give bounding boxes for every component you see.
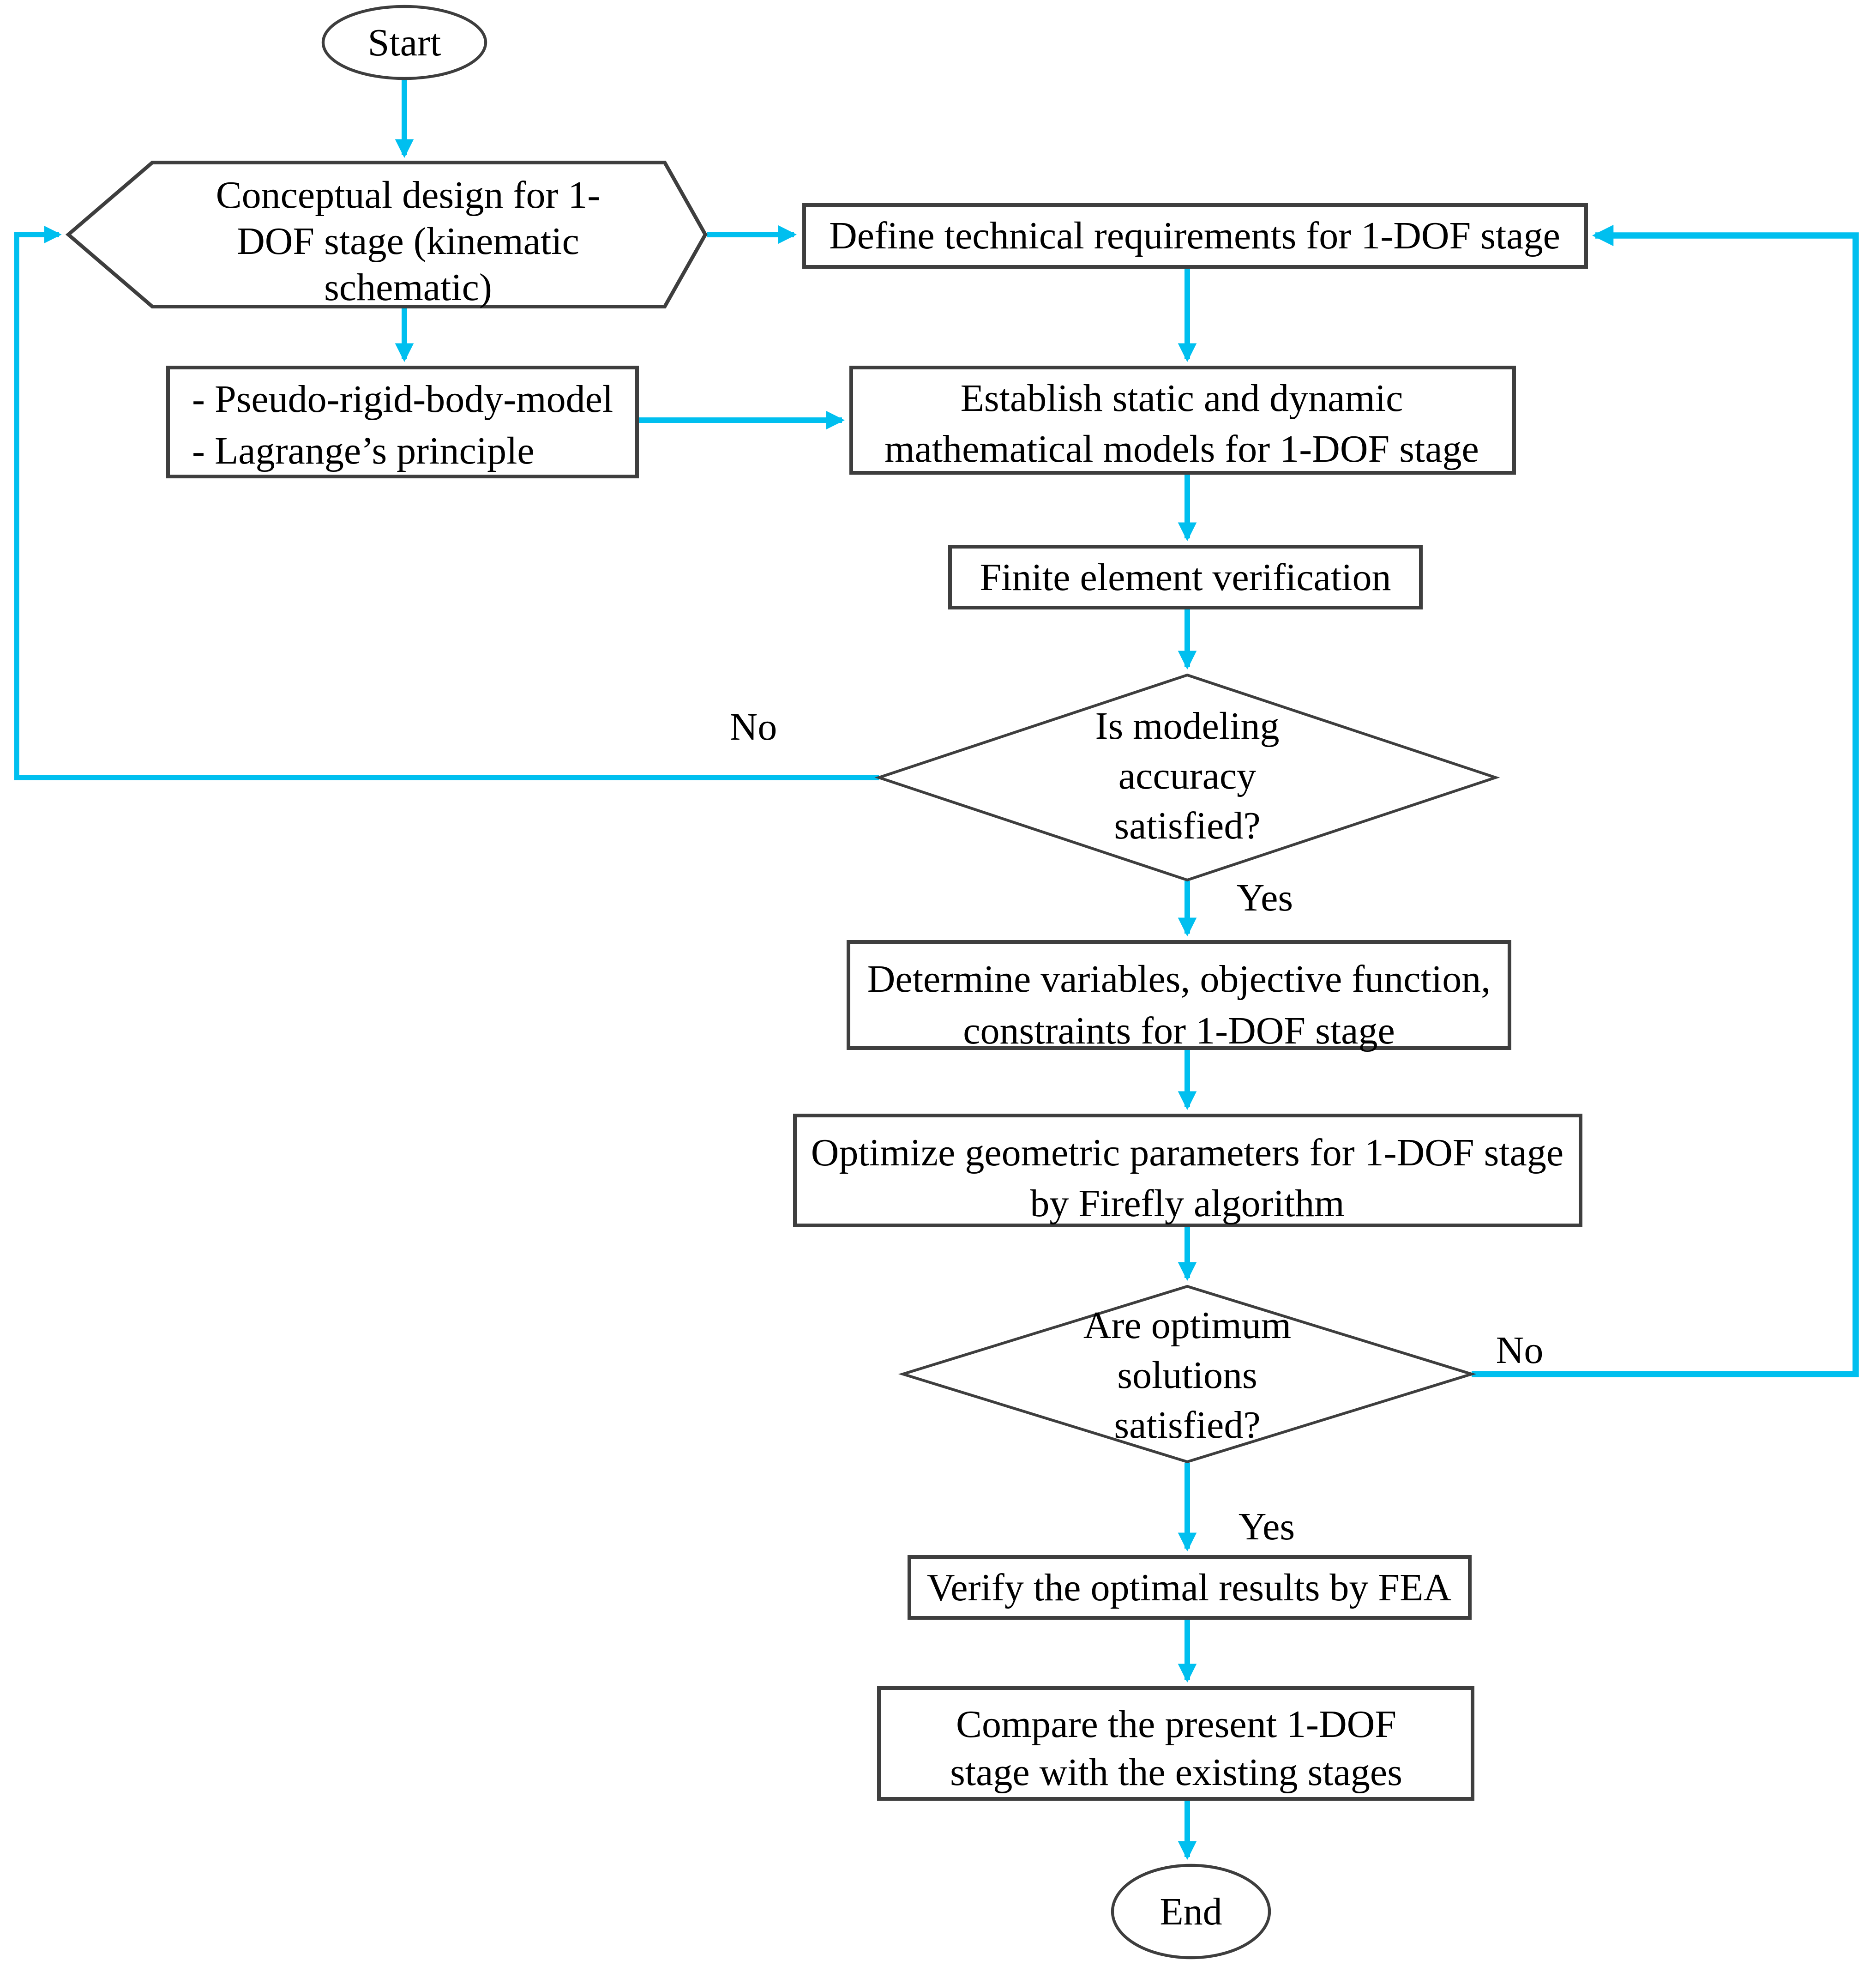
fea-verification-label: Finite element verification xyxy=(980,556,1391,599)
decision-modeling-diamond xyxy=(874,673,1500,882)
decision-optimum-line3: satisfied? xyxy=(1114,1404,1260,1447)
node-compare-stages: Compare the present 1-DOF stage with the… xyxy=(877,1686,1474,1801)
compare-line1: Compare the present 1-DOF xyxy=(956,1703,1396,1746)
node-verify-results: Verify the optimal results by FEA xyxy=(908,1555,1472,1620)
connectors xyxy=(14,79,1859,1860)
node-establish-models: Establish static and dynamic mathematica… xyxy=(849,366,1516,475)
node-decision-optimum-solutions: Are optimum solutions satisfied? xyxy=(898,1284,1477,1464)
fea-verification-box xyxy=(948,545,1423,609)
conceptual-hexagon xyxy=(65,161,708,308)
edge-label-no-optimum: No xyxy=(1496,1329,1544,1372)
decision-modeling-line1: Is modeling xyxy=(1095,705,1280,748)
start-ellipse xyxy=(321,5,487,80)
node-end: End xyxy=(1111,1863,1271,1960)
conceptual-label-line3: schematic) xyxy=(324,266,492,309)
node-conceptual-design: Conceptual design for 1- DOF stage (kine… xyxy=(65,161,708,309)
modeling-methods-line1: - Pseudo-rigid-body-model xyxy=(192,378,613,421)
node-optimize-parameters: Optimize geometric parameters for 1-DOF … xyxy=(793,1114,1582,1227)
establish-box xyxy=(849,366,1516,475)
optimize-box xyxy=(793,1114,1582,1227)
edge-label-yes-optimum: Yes xyxy=(1239,1505,1295,1548)
node-fea-verification: Finite element verification xyxy=(948,545,1423,609)
compare-line2: stage with the existing stages xyxy=(950,1751,1402,1794)
define-box xyxy=(802,203,1588,269)
end-label: End xyxy=(1160,1890,1222,1933)
decision-modeling-line3: satisfied? xyxy=(1114,804,1260,847)
start-label: Start xyxy=(368,21,441,64)
arrow-decision-optimum-no-feedback xyxy=(1472,224,1859,1377)
optimize-line2: by Firefly algorithm xyxy=(1030,1182,1344,1225)
modeling-methods-line2: - Lagrange’s principle xyxy=(192,429,535,472)
edge-label-no-modeling: No xyxy=(730,706,777,748)
node-determine-variables: Determine variables, objective function,… xyxy=(847,940,1511,1052)
end-ellipse xyxy=(1111,1863,1271,1960)
define-label: Define technical requirements for 1-DOF … xyxy=(829,214,1560,257)
compare-box xyxy=(877,1686,1474,1801)
decision-optimum-line2: solutions xyxy=(1117,1354,1257,1397)
determine-box xyxy=(847,940,1511,1050)
decision-optimum-diamond xyxy=(898,1284,1477,1464)
node-decision-modeling-accuracy: Is modeling accuracy satisfied? xyxy=(874,673,1500,882)
modeling-methods-box xyxy=(166,366,639,478)
conceptual-label-line2: DOF stage (kinematic xyxy=(237,220,579,263)
conceptual-label-line1: Conceptual design for 1- xyxy=(216,174,601,217)
determine-line1: Determine variables, objective function, xyxy=(867,958,1491,1001)
arrow-decision-modeling-no-feedback xyxy=(14,225,879,780)
determine-line2: constraints for 1-DOF stage xyxy=(963,1009,1395,1052)
decision-modeling-line2: accuracy xyxy=(1118,754,1256,797)
node-start: Start xyxy=(321,5,487,80)
node-modeling-methods: - Pseudo-rigid-body-model - Lagrange’s p… xyxy=(166,366,639,478)
decision-optimum-line1: Are optimum xyxy=(1083,1304,1291,1347)
establish-line2: mathematical models for 1-DOF stage xyxy=(884,428,1479,470)
edge-label-yes-modeling: Yes xyxy=(1237,876,1293,919)
verify-label: Verify the optimal results by FEA xyxy=(927,1566,1452,1609)
optimize-line1: Optimize geometric parameters for 1-DOF … xyxy=(811,1131,1563,1174)
establish-line1: Establish static and dynamic xyxy=(961,377,1403,420)
node-define-requirements: Define technical requirements for 1-DOF … xyxy=(802,203,1588,269)
verify-box xyxy=(908,1555,1472,1620)
